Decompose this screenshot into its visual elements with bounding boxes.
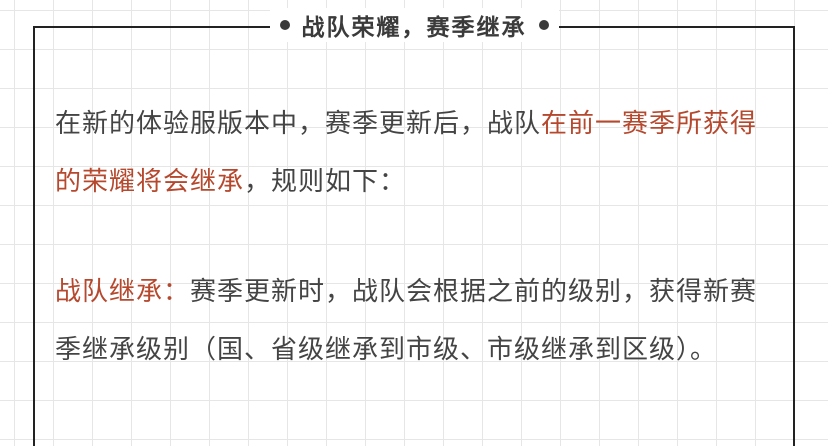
- title-group: 战队荣耀，赛季继承: [269, 8, 559, 42]
- title-bar: 战队荣耀，赛季继承: [0, 8, 828, 42]
- intro-text: 在新的体验服版本中，赛季更新后，战队: [55, 109, 542, 139]
- team-inheritance-text: 赛季更新时，战队会根据之前的级别，获得新赛季继承级别（国、省级继承到市级、市级继…: [55, 277, 758, 365]
- left-dot-icon: [279, 20, 290, 30]
- team-inheritance-label: 战队继承：: [55, 277, 191, 307]
- right-dot-icon: [538, 20, 549, 30]
- highlight-text: 在前一赛季所获得的荣耀将会继承: [55, 109, 758, 197]
- content-card: [33, 26, 795, 446]
- paragraph-team-inheritance: 战队继承：赛季更新时，战队会根据之前的级别，获得新赛季继承级别（国、省级继承到市…: [55, 263, 780, 379]
- paragraph-intro: 在新的体验服版本中，赛季更新后，战队在前一赛季所获得的荣耀将会继承，规则如下：: [55, 95, 780, 211]
- outro-text: ，规则如下：: [244, 167, 407, 197]
- section-title: 战队荣耀，赛季继承: [301, 15, 527, 41]
